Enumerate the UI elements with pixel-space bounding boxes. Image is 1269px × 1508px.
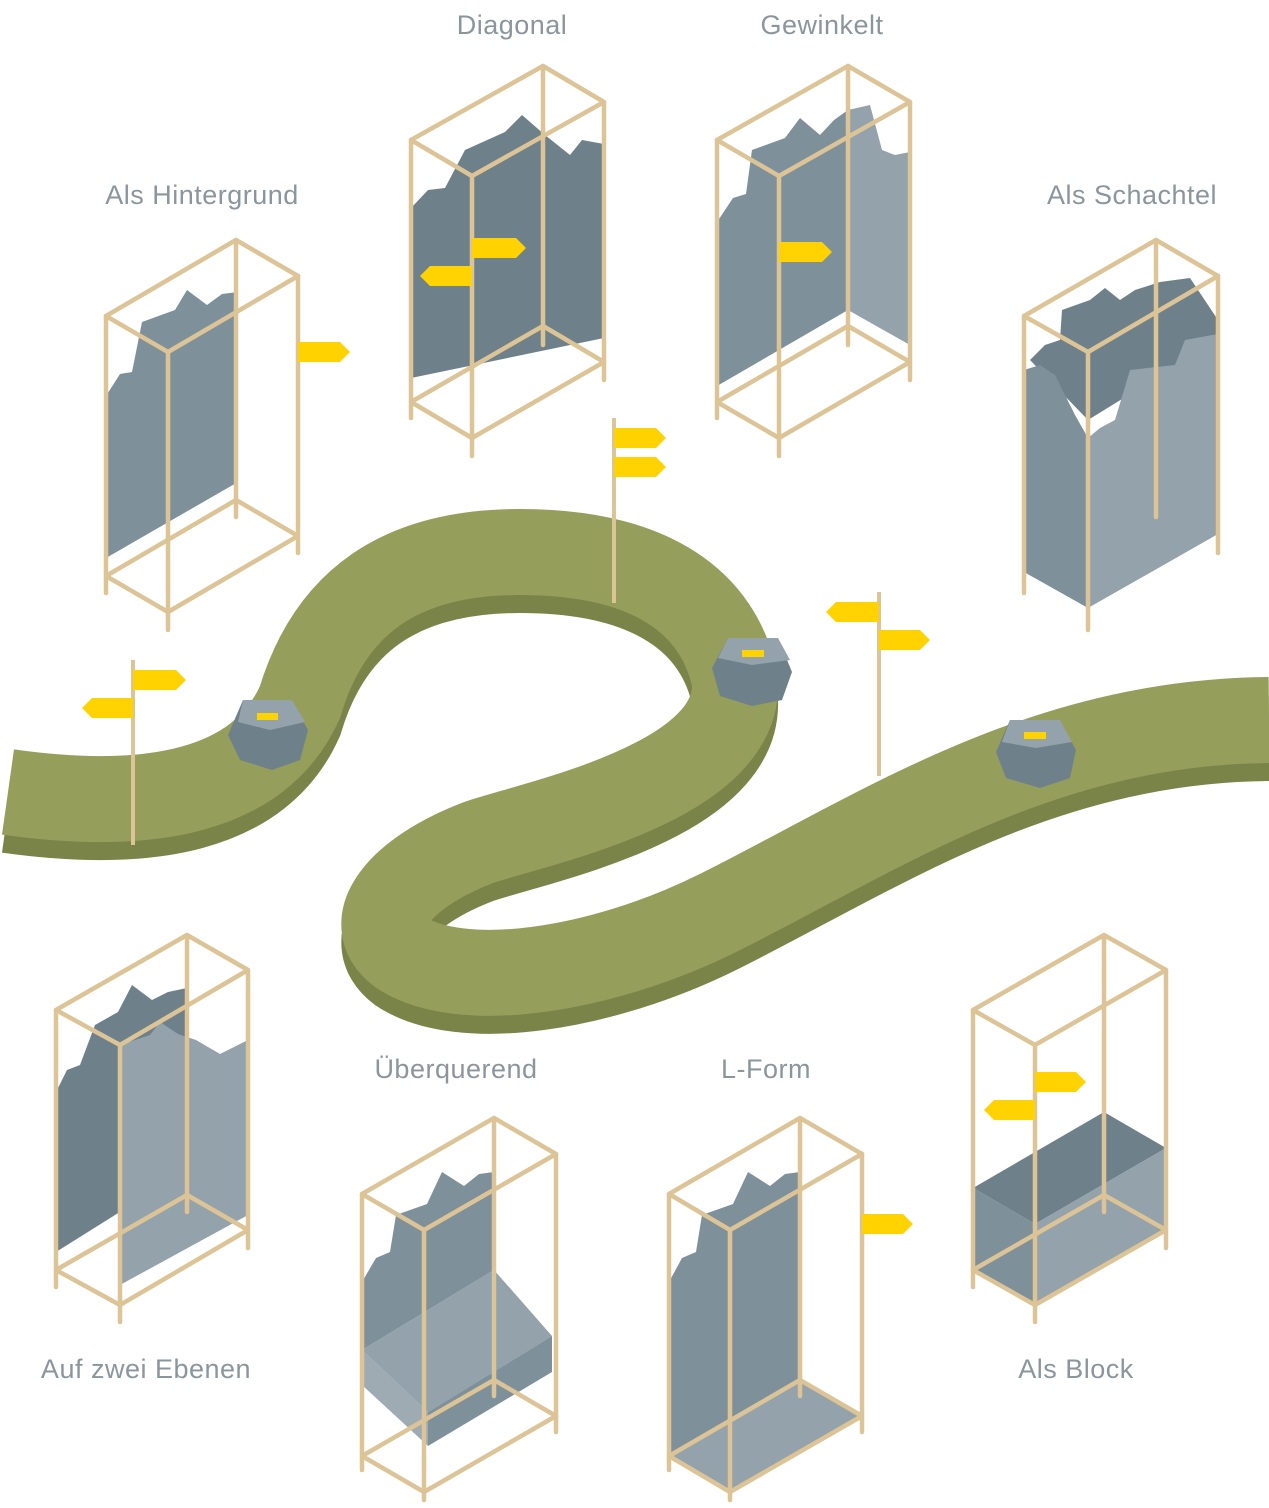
label-als-block: Als Block <box>1018 1354 1134 1384</box>
rock-3 <box>996 720 1076 788</box>
variant-l-form <box>666 1115 913 1503</box>
label-auf-zwei-ebenen: Auf zwei Ebenen <box>40 1354 252 1384</box>
label-l-form: L-Form <box>721 1054 811 1084</box>
label-diagonal: Diagonal <box>456 10 568 40</box>
variant-als-schachtel <box>1021 237 1221 633</box>
variant-diagonal <box>408 63 607 459</box>
rock-2 <box>712 638 792 706</box>
path-surface <box>2 508 1269 1016</box>
label-ueberquerend: Überquerend <box>374 1054 538 1084</box>
signpost-center <box>612 418 666 603</box>
variant-gewinkelt <box>714 63 913 459</box>
rock-1 <box>228 700 308 770</box>
variant-ueberquerend <box>359 1115 559 1503</box>
variant-auf-zwei-ebenen <box>53 932 251 1325</box>
label-gewinkelt: Gewinkelt <box>760 10 884 40</box>
signpost-left <box>82 660 186 845</box>
variant-als-block <box>970 932 1169 1325</box>
label-als-schachtel: Als Schachtel <box>1046 180 1218 210</box>
variant-als-hintergrund <box>103 237 350 633</box>
winding-path <box>2 508 1269 1034</box>
signpost-right <box>826 592 930 776</box>
label-als-hintergrund: Als Hintergrund <box>105 180 299 210</box>
